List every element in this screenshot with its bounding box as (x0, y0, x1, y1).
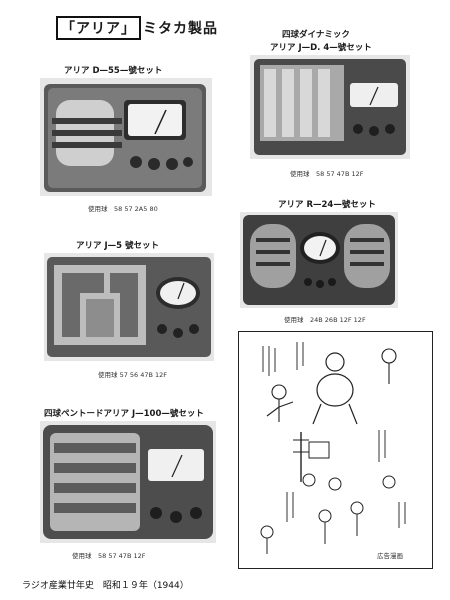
radio-j5-tubes: 使用球 57 56 47B 12F (98, 371, 168, 379)
radio-r24-caption: アリア R—24—號セット (278, 200, 376, 210)
radio-j100-caption: 四球ペントードアリア J—100—號セット (44, 409, 204, 419)
radio-jd4-caption-line1: 四球ダイナミック (282, 30, 350, 40)
radio-d55-photo (40, 78, 212, 196)
cartoon-signature: 広告漫画 (377, 552, 403, 560)
radio-d55-tubes: 使用球 58 57 2A5 80 (88, 205, 158, 213)
radio-jd4-tubes: 使用球 58 57 47B 12F (290, 170, 364, 178)
advertising-cartoon: 広告漫画 (238, 331, 433, 569)
radio-jd4-photo (250, 55, 410, 159)
radio-j5-caption: アリア J—5 號セット (76, 241, 159, 251)
source-caption: ラジオ産業廿年史 昭和１９年（1944） (22, 581, 189, 591)
radio-j5-photo (44, 253, 214, 361)
page-title: 「アリア」ミタカ製品 (56, 16, 218, 40)
radio-r24-tubes: 使用球 24B 26B 12F 12F (284, 316, 366, 324)
maker-name: ミタカ製品 (143, 21, 218, 37)
radio-r24-photo (240, 212, 398, 308)
brand-name-boxed: 「アリア」 (56, 16, 141, 40)
radio-j100-photo (40, 421, 216, 543)
radio-jd4-caption: アリア J—D. 4—號セット (270, 43, 372, 53)
radio-d55-caption: アリア D—55—號セット (64, 66, 163, 76)
radio-j100-tubes: 使用球 58 57 47B 12F (72, 552, 146, 560)
